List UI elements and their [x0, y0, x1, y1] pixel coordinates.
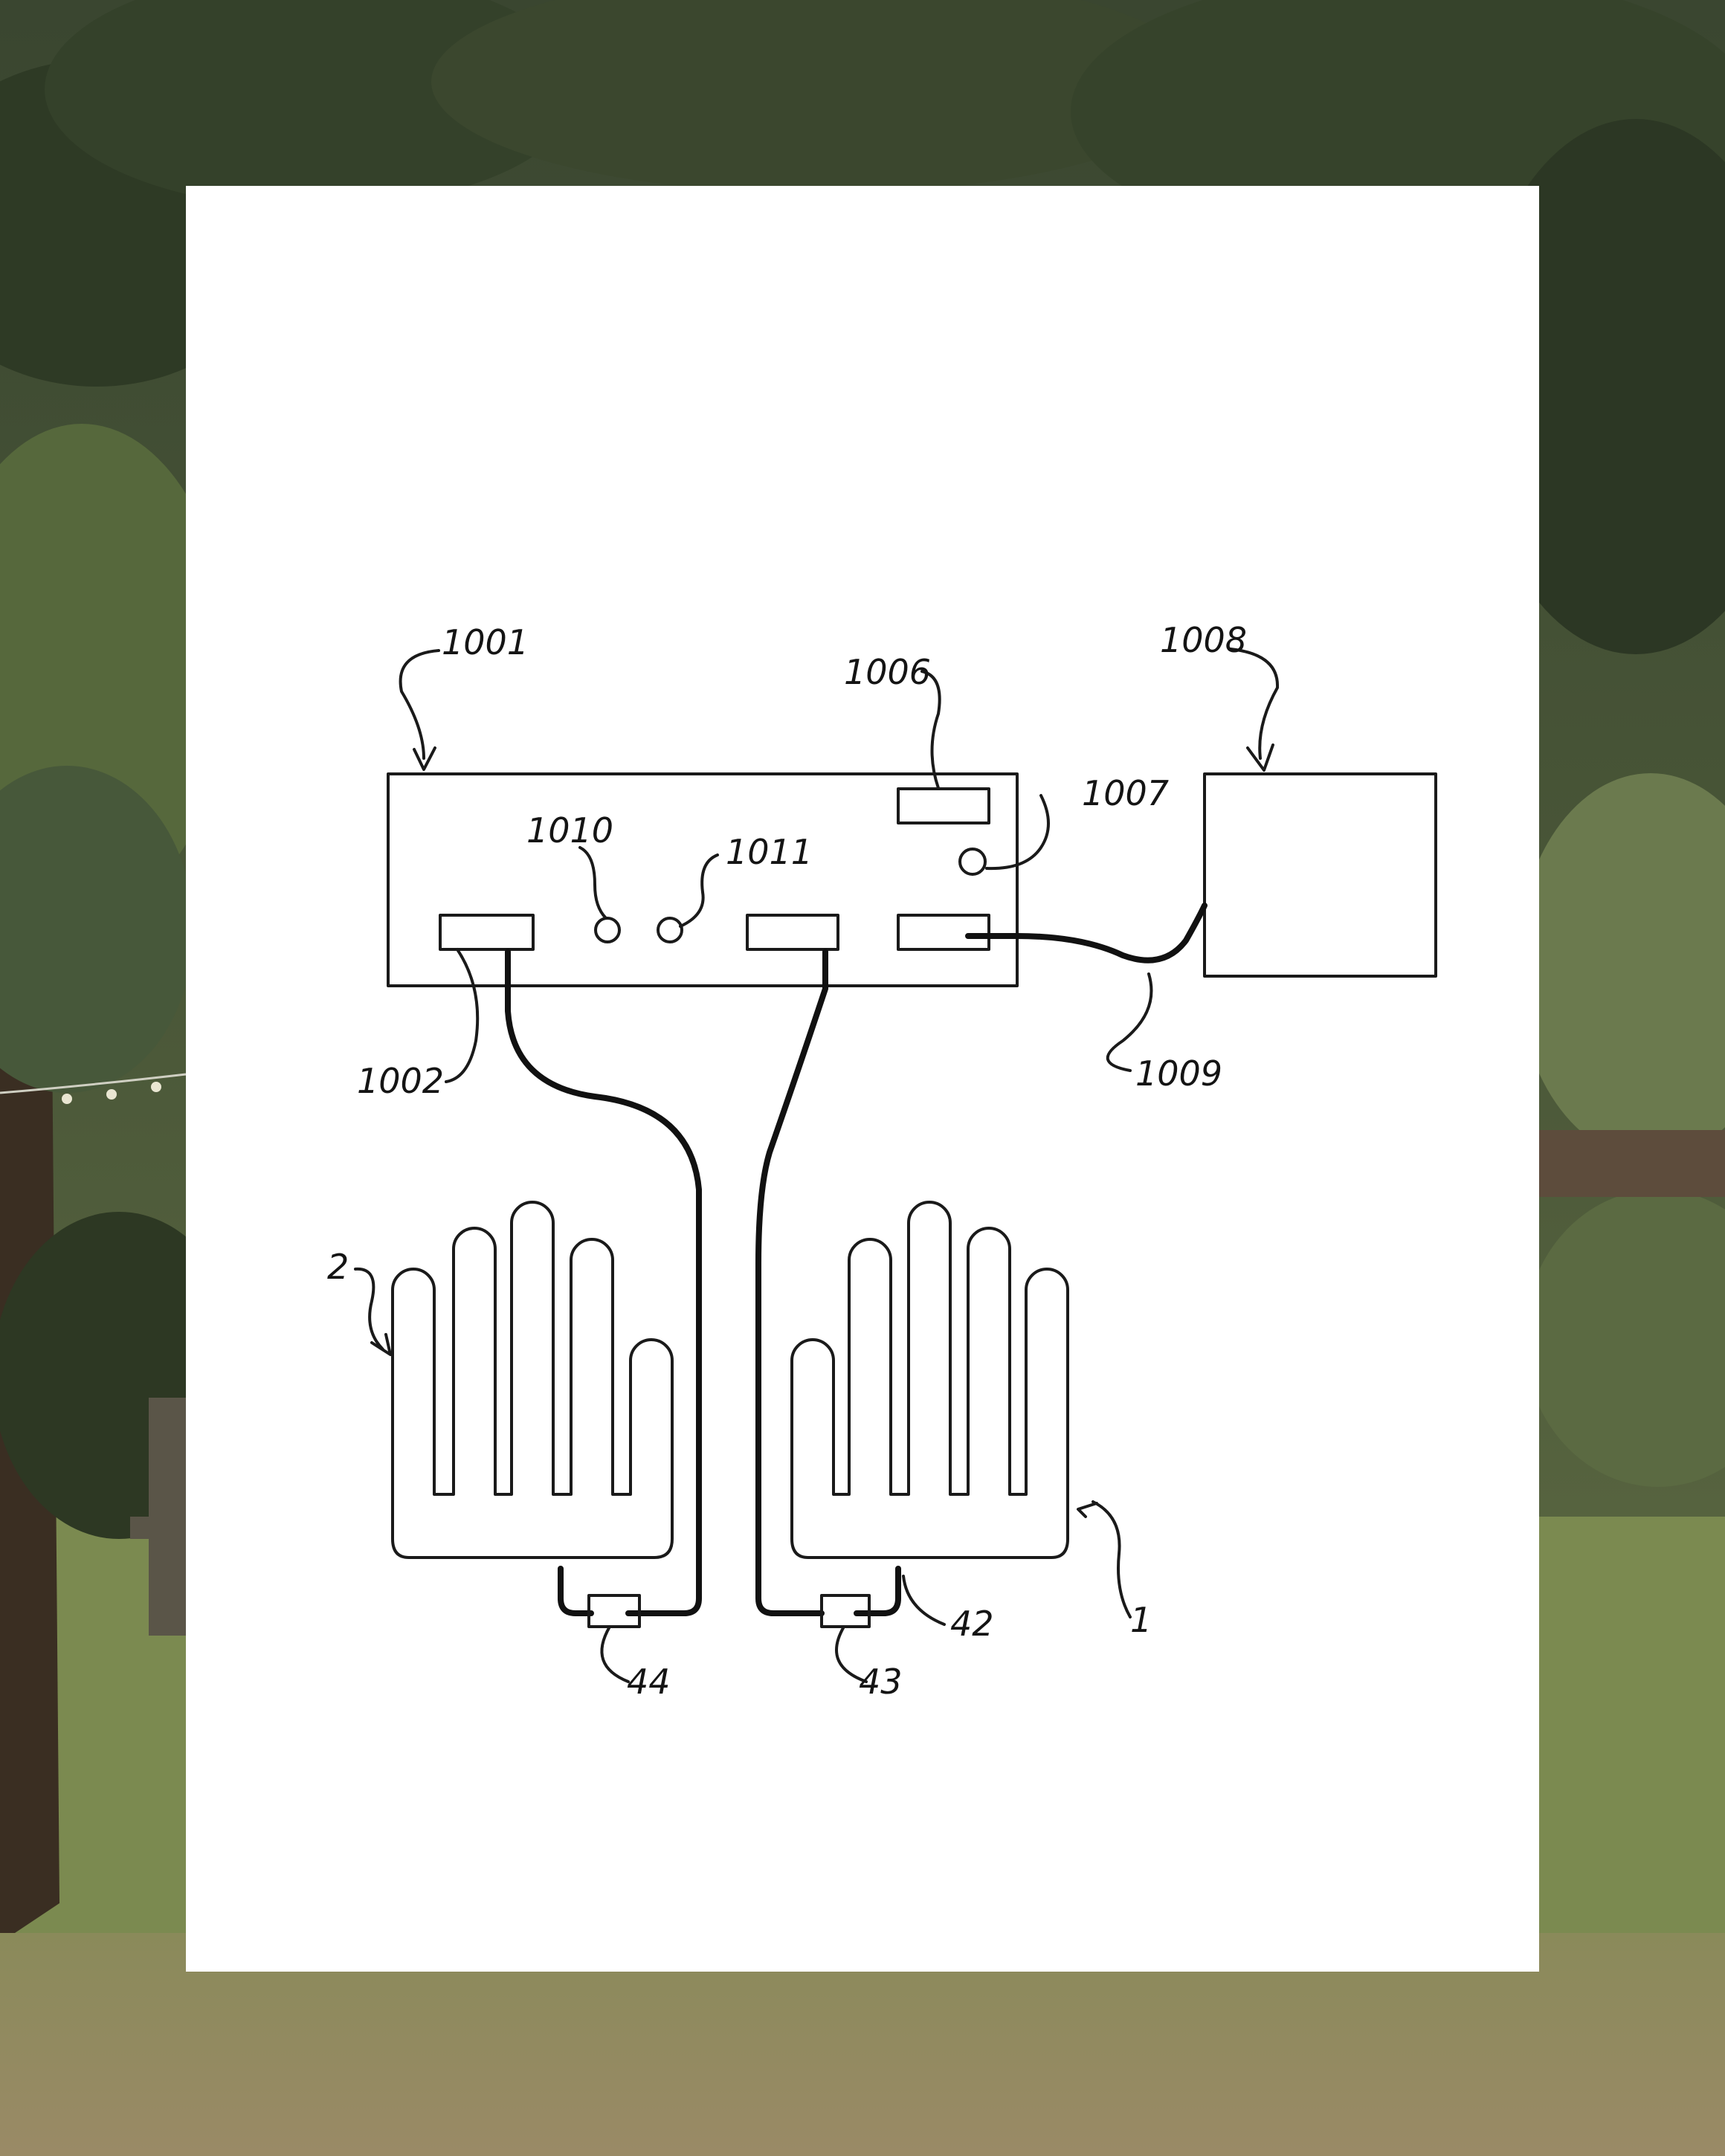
- label-1007: 1007: [1082, 773, 1169, 813]
- control-device: [387, 772, 1019, 987]
- label-44: 44: [627, 1662, 671, 1702]
- left-port: [439, 914, 535, 951]
- label-1011: 1011: [726, 832, 813, 872]
- label-2: 2: [327, 1247, 349, 1287]
- right-glove-cable-stub: [854, 1566, 901, 1616]
- label-1001: 1001: [442, 622, 529, 662]
- label-1002: 1002: [357, 1061, 444, 1101]
- right-glove-cable: [755, 949, 828, 1616]
- external-port: [897, 914, 990, 951]
- label-42: 42: [950, 1604, 994, 1644]
- label-1009: 1009: [1135, 1053, 1222, 1094]
- external-unit: [1203, 772, 1437, 978]
- indicator-light: [958, 848, 987, 876]
- button-b: [657, 917, 683, 943]
- left-glove-cable-stub: [558, 1566, 594, 1616]
- label-1006: 1006: [844, 652, 931, 692]
- left-glove: [391, 1201, 674, 1559]
- reference-labels: 1001 1006 1007 1008 1010 1011 1002 1009 …: [327, 620, 1247, 1702]
- leader-lines: [354, 648, 1280, 1683]
- display-window: [897, 787, 990, 824]
- left-glove-connector: [587, 1594, 641, 1628]
- label-1010: 1010: [526, 810, 613, 851]
- label-1: 1: [1130, 1600, 1152, 1640]
- patent-sheet: [186, 186, 1539, 1972]
- external-cable: [965, 903, 1208, 964]
- label-1008: 1008: [1160, 620, 1247, 660]
- label-43: 43: [859, 1662, 903, 1702]
- device-housing: [387, 772, 1019, 987]
- right-glove: [790, 1201, 1069, 1559]
- right-port: [746, 914, 839, 951]
- left-glove-cable: [505, 949, 702, 1616]
